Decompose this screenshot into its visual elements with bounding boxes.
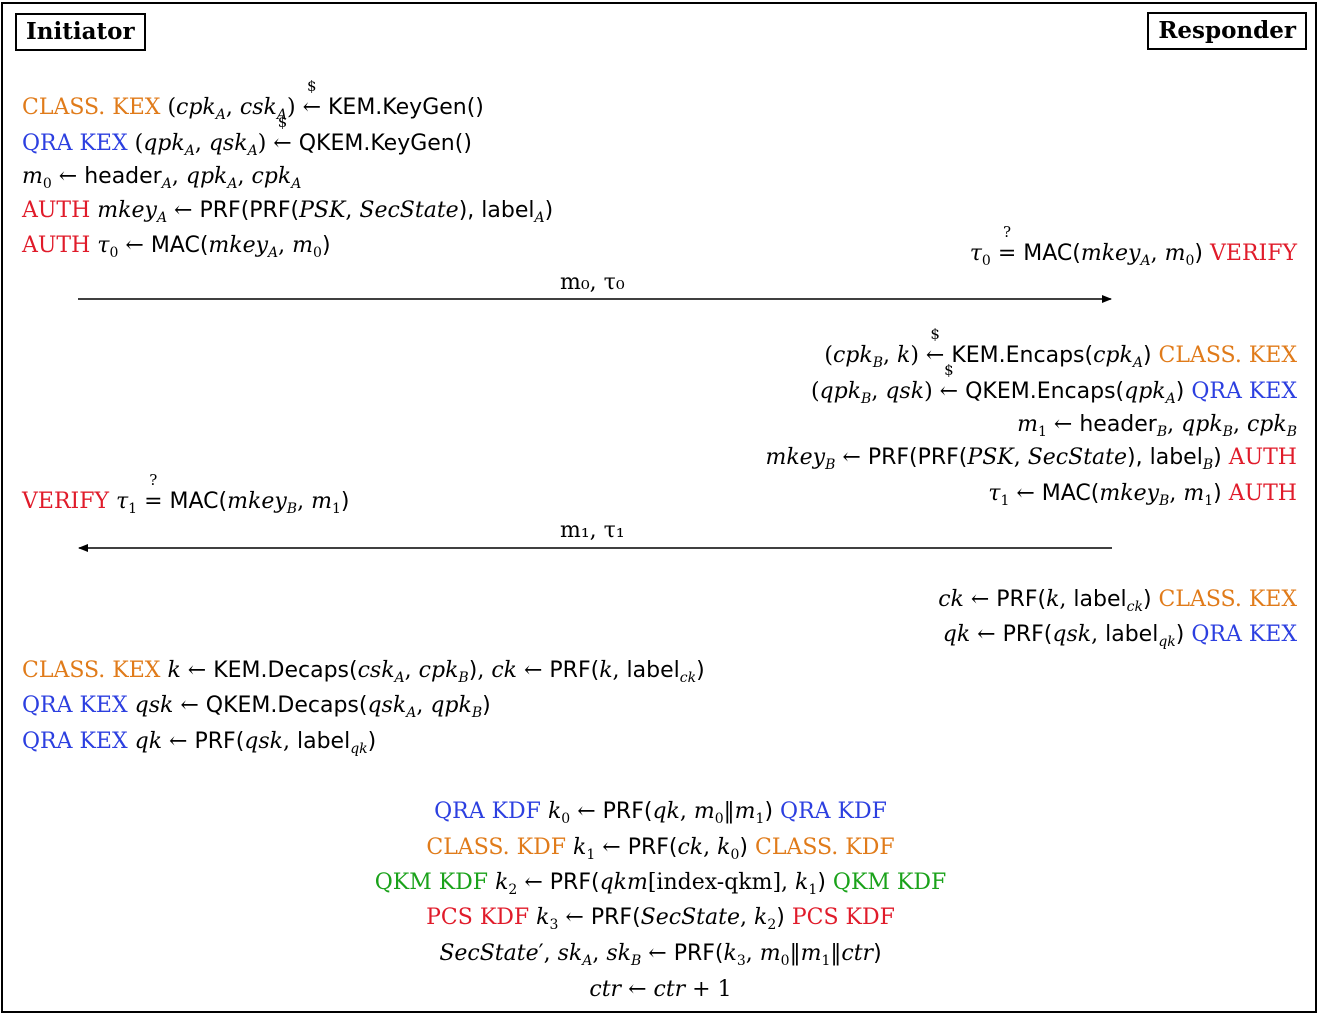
resp-qk: qk ← PRF(qsk, labelqk) QRA KEX <box>942 622 1297 650</box>
resp-ck: ck ← PRF(k, labelck) CLASS. KEX <box>938 587 1297 615</box>
kdf-counter: ctr ← ctr + 1 <box>589 977 732 1002</box>
resp-verify-tau0: τ0 ?= MAC(mkeyA, m0) VERIFY <box>969 223 1297 269</box>
init-qra-keygen: QRA KEX (qpkA, qskA) $← QKEM.KeyGen() <box>22 113 472 159</box>
responder-label: Responder <box>1147 12 1307 50</box>
kdf-pcs: PCS KDF k3 ← PRF(SecState, k2) PCS KDF <box>426 905 895 933</box>
resp-class-encaps: (cpkB, k) $← KEM.Encaps(cpkA) CLASS. KEX <box>824 325 1297 371</box>
kdf-qra: QRA KDF k0 ← PRF(qk, m0‖m1) QRA KDF <box>434 799 887 827</box>
init-m0: m0 ← headerA, qpkA, cpkA <box>22 164 302 192</box>
resp-tau1: τ1 ← MAC(mkeyB, m1) AUTH <box>988 481 1297 509</box>
kdf-session-keys: SecState′, skA, skB ← PRF(k3, m0‖m1‖ctr) <box>439 941 882 969</box>
kdf-qkm: QKM KDF k2 ← PRF(qkm[index-qkm], k1) QKM… <box>374 870 947 898</box>
arrow-1-label: m₀, τ₀ <box>560 270 625 295</box>
kdf-class: CLASS. KDF k1 ← PRF(ck, k0) CLASS. KDF <box>426 835 895 863</box>
initiator-label: Initiator <box>15 13 146 51</box>
resp-m1: m1 ← headerB, qpkB, cpkB <box>1017 412 1297 440</box>
resp-qra-encaps: (qpkB, qsk) $← QKEM.Encaps(qpkA) QRA KEX <box>810 361 1297 407</box>
resp-mkey: mkeyB ← PRF(PRF(PSK, SecState), labelB) … <box>765 445 1297 473</box>
init-qra-decaps: QRA KEX qsk ← QKEM.Decaps(qskA, qpkB) <box>22 693 491 721</box>
init-verify-tau1: VERIFY τ1 ?= MAC(mkeyB, m1) <box>22 471 350 517</box>
init-class-keygen: CLASS. KEX (cpkA, cskA) $← KEM.KeyGen() <box>22 77 484 123</box>
init-qk: QRA KEX qk ← PRF(qsk, labelqk) <box>22 729 377 757</box>
arrow-2-label: m₁, τ₁ <box>560 518 625 543</box>
init-class-decaps: CLASS. KEX k ← KEM.Decaps(cskA, cpkB), c… <box>22 658 705 686</box>
init-mkey: AUTH mkeyA ← PRF(PRF(PSK, SecState), lab… <box>22 198 554 226</box>
init-tau0: AUTH τ0 ← MAC(mkeyA, m0) <box>22 233 331 261</box>
